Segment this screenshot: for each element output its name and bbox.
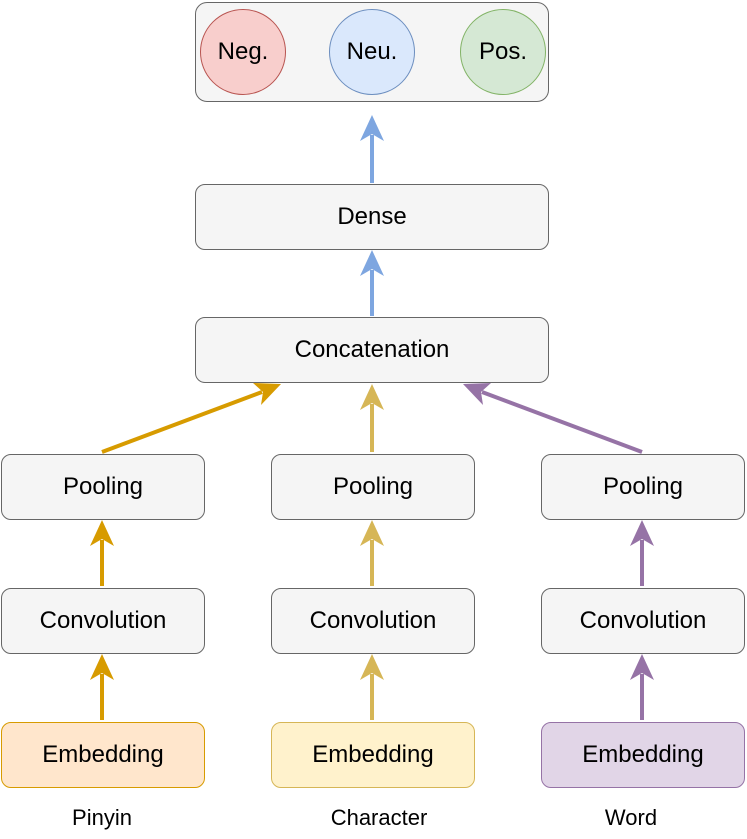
arrow-word-conv-to-pool xyxy=(630,520,654,586)
arrow-dense-to-output xyxy=(360,115,384,183)
word-branch-label: Word xyxy=(604,805,658,830)
output-node-positive: Pos. xyxy=(460,9,546,95)
character-convolution-layer: Convolution xyxy=(271,588,475,654)
output-node-neutral: Neu. xyxy=(329,9,415,95)
arrow-character-conv-to-pool xyxy=(360,520,384,586)
word-embedding-layer: Embedding xyxy=(541,722,745,788)
character-branch-label: Character xyxy=(330,805,428,830)
output-node-negative: Neg. xyxy=(200,9,286,95)
arrow-concat-to-dense xyxy=(360,250,384,316)
pinyin-branch-label: Pinyin xyxy=(72,805,132,830)
arrow-character-emb-to-conv xyxy=(360,654,384,720)
concatenation-layer: Concatenation xyxy=(195,317,549,383)
arrow-word-emb-to-conv xyxy=(630,654,654,720)
character-embedding-layer: Embedding xyxy=(271,722,475,788)
pinyin-embedding-layer: Embedding xyxy=(1,722,205,788)
pinyin-convolution-layer: Convolution xyxy=(1,588,205,654)
word-pooling-layer: Pooling xyxy=(541,454,745,520)
dense-layer: Dense xyxy=(195,184,549,250)
arrow-character-pooling-to-concat xyxy=(360,384,384,452)
arrow-pinyin-pooling-to-concat xyxy=(101,383,281,454)
arrow-pinyin-conv-to-pool xyxy=(90,520,114,586)
arrow-word-pooling-to-concat xyxy=(463,383,643,454)
arrow-pinyin-emb-to-conv xyxy=(90,654,114,720)
character-pooling-layer: Pooling xyxy=(271,454,475,520)
pinyin-pooling-layer: Pooling xyxy=(1,454,205,520)
word-convolution-layer: Convolution xyxy=(541,588,745,654)
